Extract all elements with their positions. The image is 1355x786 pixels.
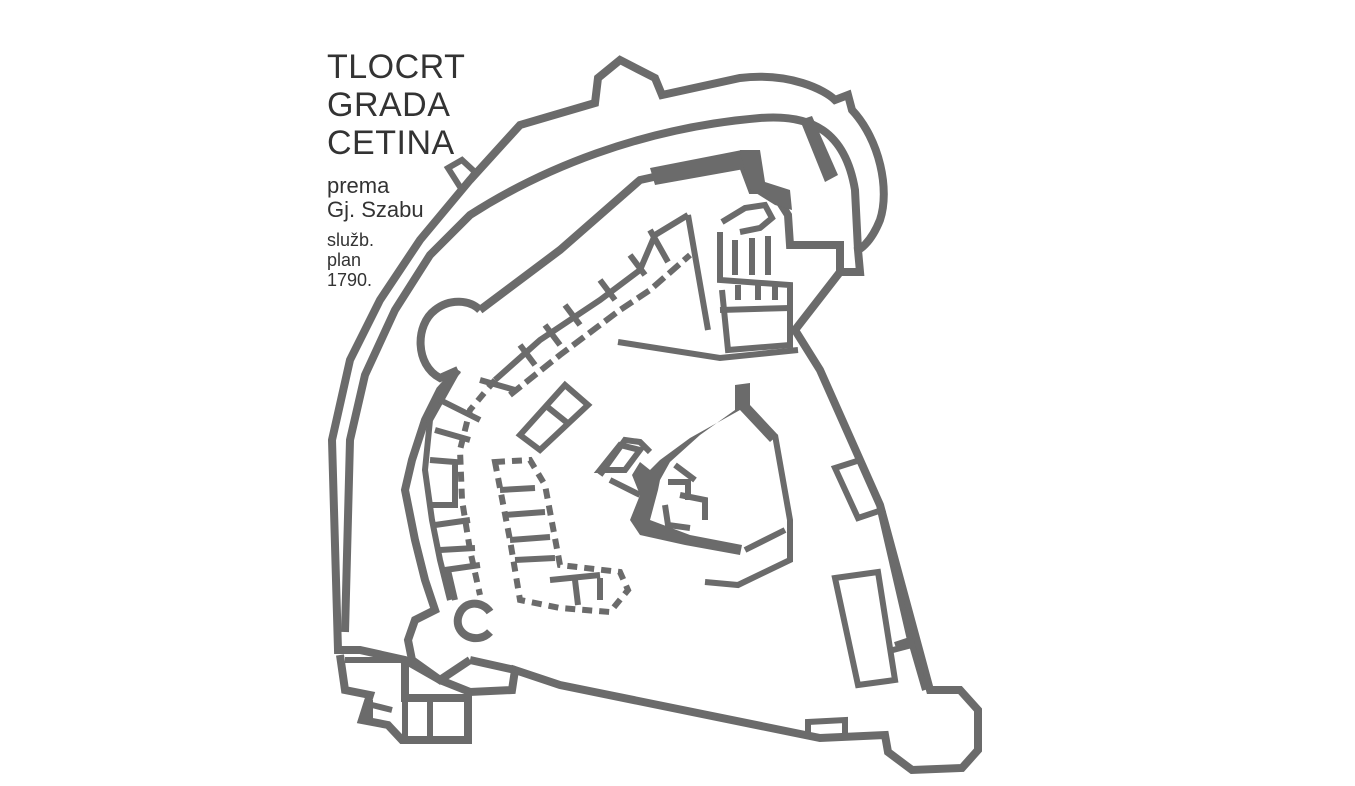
note-line-3: 1790. [327,270,373,290]
note-line-2: plan [327,250,362,270]
ne-gate-building [717,232,793,354]
central-west-rooms [499,485,603,606]
keep-stair [593,441,646,473]
ne-gate-rooms [719,236,791,313]
central-keep-inner-rooms [662,462,708,531]
nw-tower [443,156,479,196]
west-inner-wall [400,367,473,685]
subtitle-line-1: prema [327,173,390,198]
sw-outwork [336,654,472,744]
central-west-block [491,456,632,616]
inner-bailey-hatched [650,150,750,185]
east-range [830,456,928,691]
inner-ring-wall [341,113,862,633]
note-block: služb. plan 1790. [327,230,465,290]
ne-corner-solid [740,150,792,210]
title-line-2: GRADA [327,86,451,124]
north-cross-wall [617,214,799,362]
subtitle-line-2: Gj. Szabu [327,197,424,222]
ne-spiral-stair [720,201,776,235]
central-keep-outline [597,434,793,589]
sw-round-tower [453,599,494,643]
outer-curtain-wall [327,55,982,775]
title-line-3: CETINA [327,124,455,162]
nw-range-inner [508,252,692,398]
nw-range-rooms [479,228,671,393]
plan-legend: TLOCRT GRADA CETINA prema Gj. Szabu služ… [327,48,465,290]
subtitle-block: prema Gj. Szabu [327,174,465,222]
note-line-1: služb. [327,230,375,250]
south-inner-wall [469,656,516,674]
west-range-outer [421,368,461,601]
ne-wall-segment [800,116,838,182]
nw-small-building [515,380,593,454]
title-line-1: TLOCRT [327,48,466,86]
west-range-inner [456,378,498,596]
nw-range-outer [493,212,690,383]
se-structure [805,716,848,738]
inner-bailey-wall-east [818,241,844,272]
central-keep [630,383,778,555]
west-round-tower [416,297,483,383]
sw-outwork-rooms [345,657,433,738]
west-range-rooms [429,397,482,601]
